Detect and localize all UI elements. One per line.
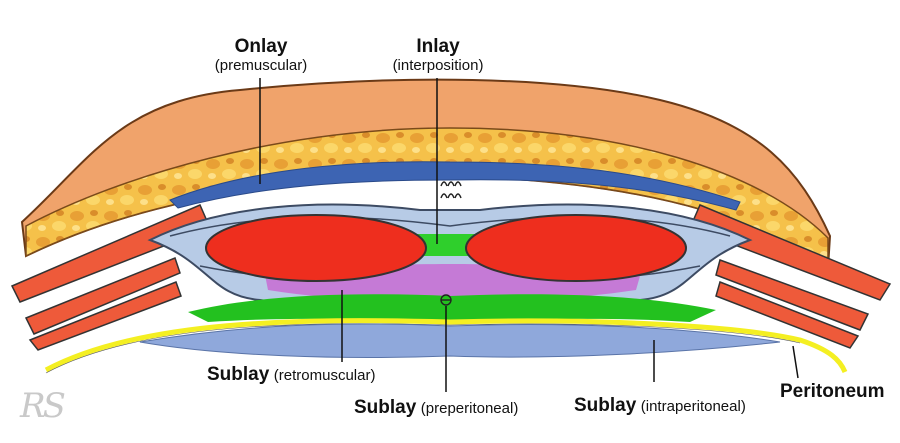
- label-sublay-retromuscular: Sublay (retromuscular): [207, 364, 376, 386]
- label-onlay: Onlay (premuscular): [196, 36, 326, 74]
- left-oblique-muscle-3: [28, 281, 182, 351]
- leader-lines: [259, 78, 799, 392]
- right-rectus-muscle: [465, 214, 687, 282]
- label-onlay-subtitle: (premuscular): [214, 56, 308, 74]
- label-sublay-intraperitoneal-subtitle: (intraperitoneal): [640, 398, 746, 415]
- label-sublay-intraperitoneal-title: Sublay: [574, 395, 637, 416]
- label-inlay-title: Inlay: [416, 36, 460, 57]
- label-sublay-preperitoneal-subtitle: (preperitoneal): [420, 400, 519, 417]
- label-inlay: Inlay (interposition): [376, 36, 500, 74]
- intraperitoneal-mesh: [139, 323, 781, 358]
- label-sublay-retromuscular-title: Sublay: [207, 364, 270, 385]
- suture-icon: [440, 181, 462, 306]
- label-peritoneum: Peritoneum: [780, 381, 885, 403]
- right-oblique-muscle-2: [715, 259, 870, 331]
- peritoneum-line: [44, 318, 848, 374]
- label-sublay-intraperitoneal: Sublay (intraperitoneal): [574, 395, 746, 417]
- peritoneum-outline: [45, 323, 801, 374]
- label-sublay-preperitoneal: Sublay (preperitoneal): [354, 397, 519, 419]
- onlay-mesh: [169, 161, 741, 211]
- label-peritoneum-title: Peritoneum: [780, 381, 885, 402]
- left-rectus-muscle: [205, 214, 427, 282]
- left-oblique-muscle-2: [24, 257, 181, 335]
- label-sublay-preperitoneal-title: Sublay: [354, 397, 417, 418]
- signature-watermark: RS: [20, 386, 66, 426]
- label-onlay-title: Onlay: [234, 36, 288, 57]
- right-oblique-muscle-3: [715, 281, 860, 349]
- preperitoneal-mesh: [188, 294, 716, 322]
- label-inlay-subtitle: (interposition): [392, 56, 484, 74]
- label-sublay-retromuscular-subtitle: (retromuscular): [273, 367, 376, 384]
